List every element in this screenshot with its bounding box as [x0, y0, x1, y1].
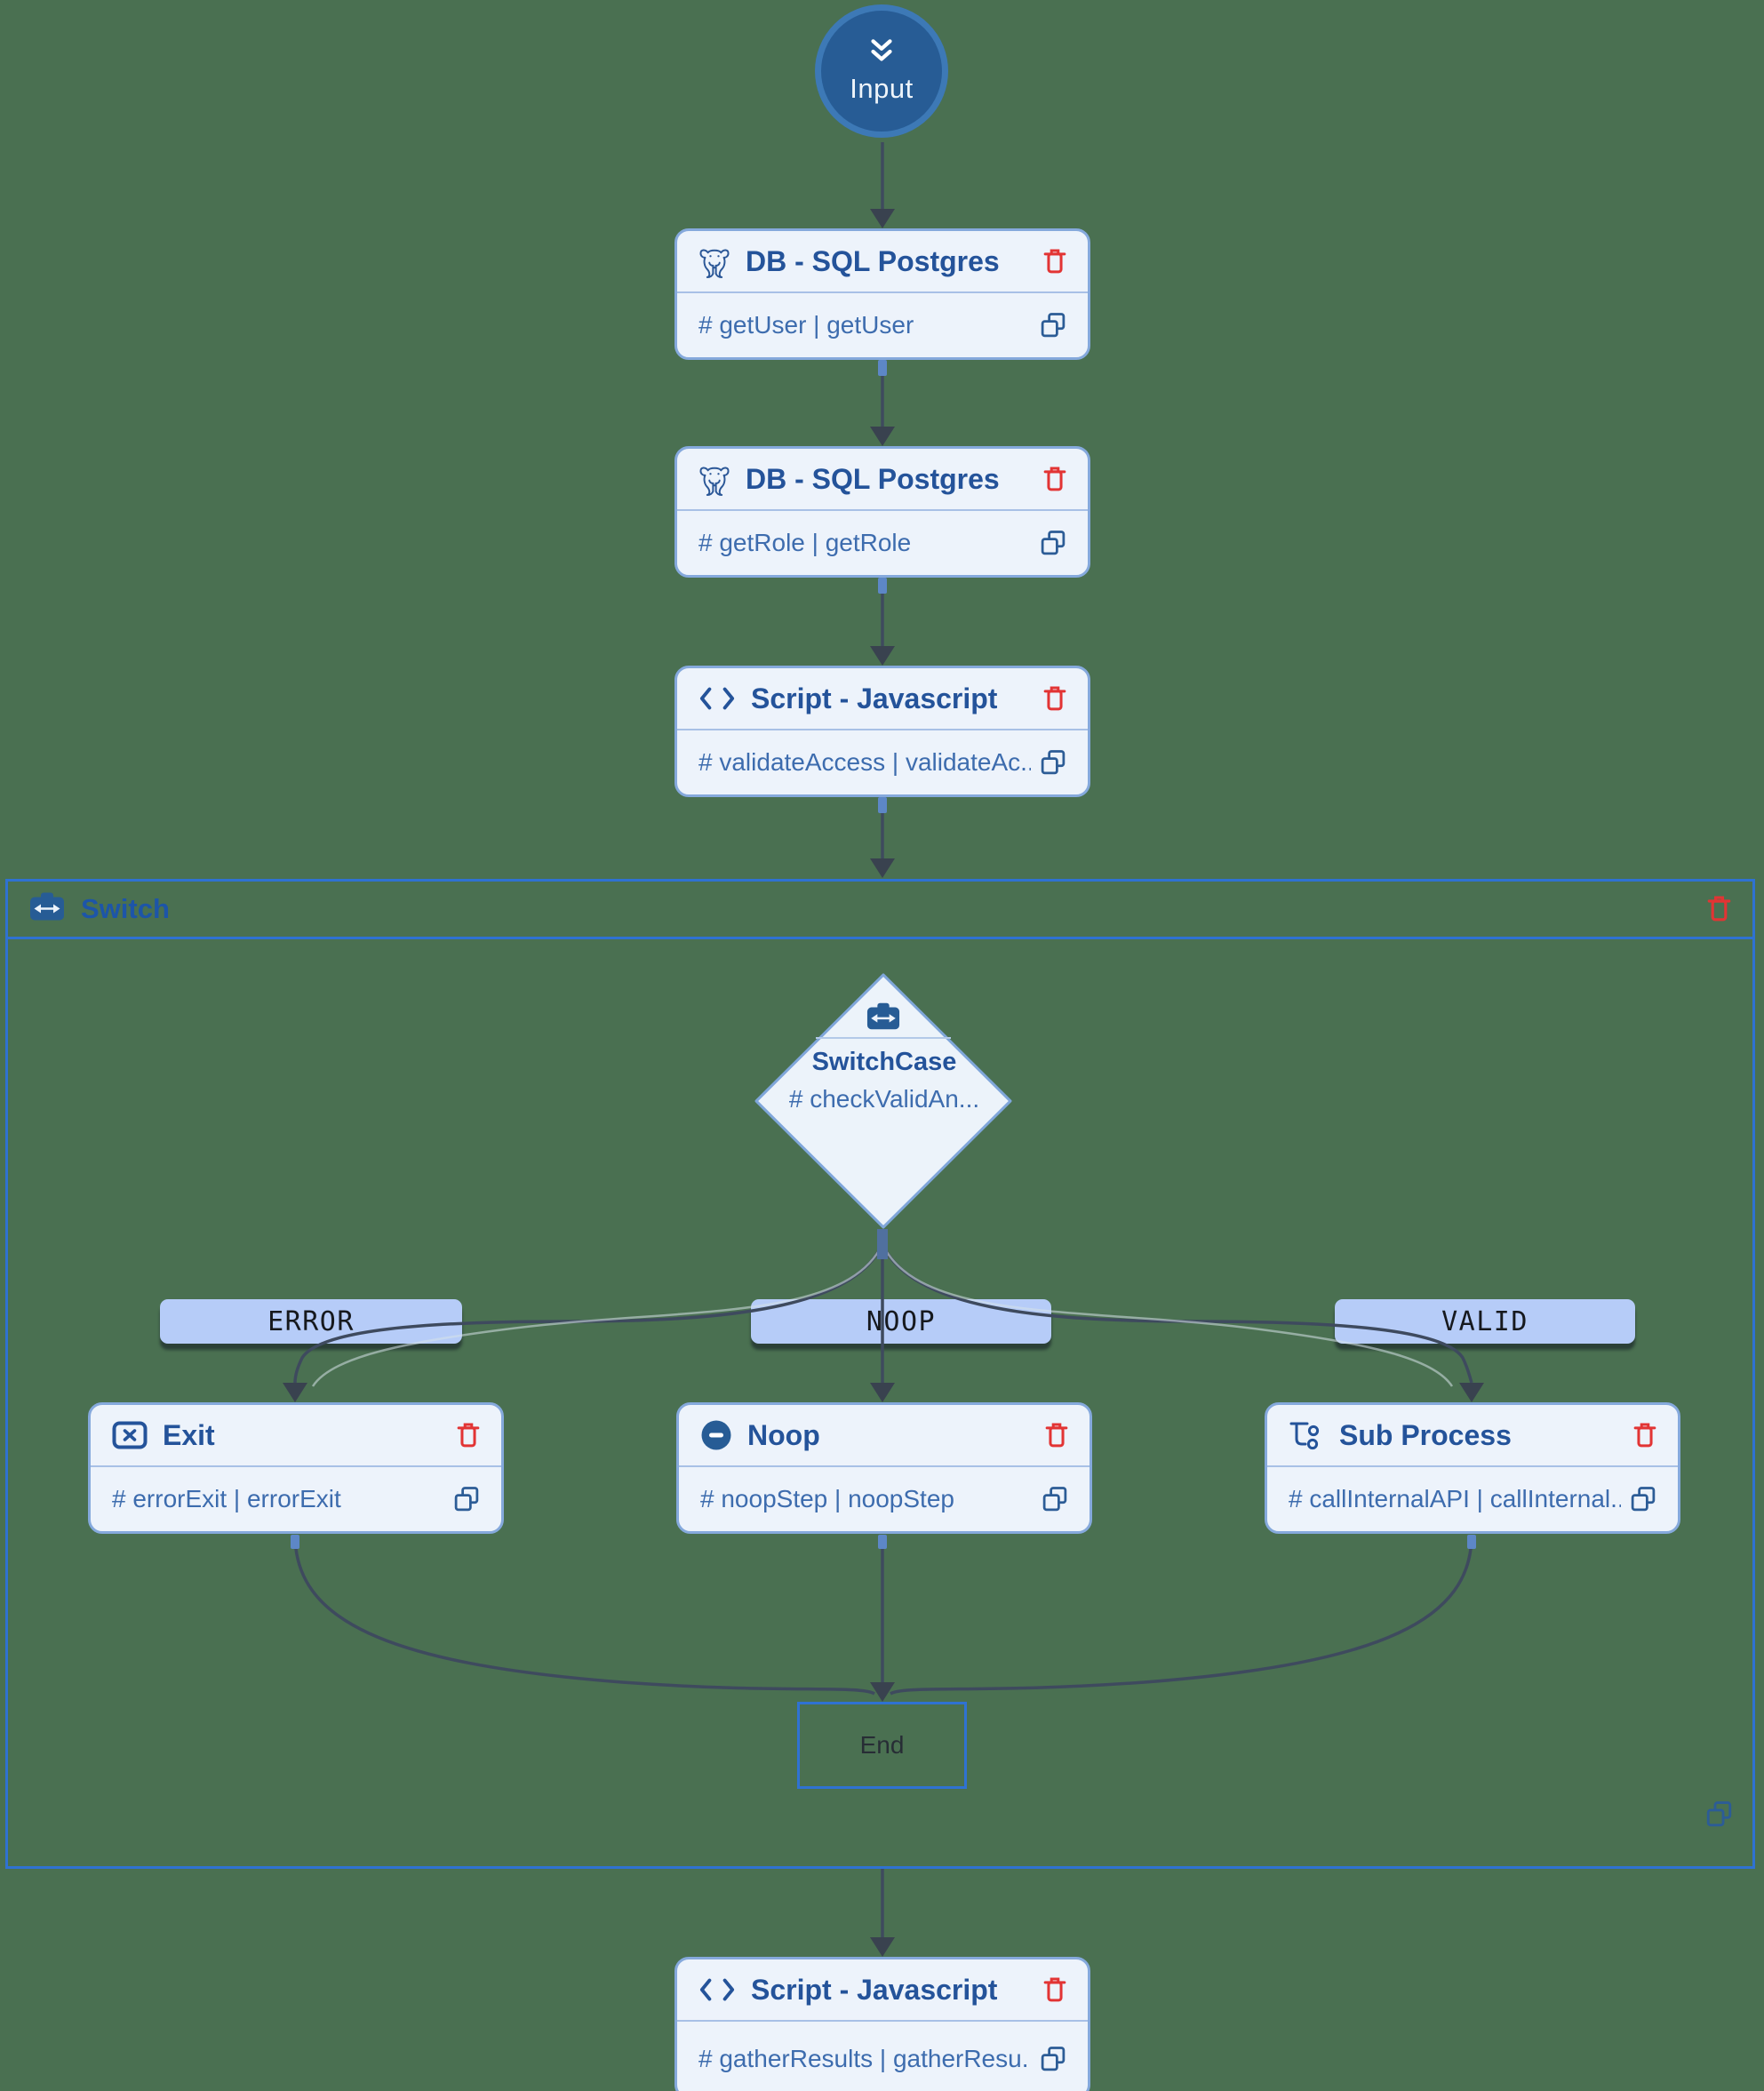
exit-icon [112, 1421, 148, 1449]
node-subtitle: # gatherResults | gatherResu... [698, 2045, 1031, 2072]
node-script-validateaccess[interactable]: Script - Javascript # validateAccess | v… [674, 666, 1090, 797]
switchcase-icon [865, 1001, 902, 1033]
node-title: DB - SQL Postgres [746, 244, 1000, 277]
delete-node-button[interactable] [1043, 247, 1066, 276]
node-title: Exit [163, 1418, 215, 1451]
copy-node-button[interactable] [1033, 1486, 1068, 1512]
code-icon [698, 686, 736, 711]
end-node[interactable]: End [797, 1702, 967, 1789]
node-subtitle: # noopStep | noopStep [700, 1485, 954, 1512]
switchcase-subtitle: # checkValidAn... [788, 1085, 980, 1113]
node-subtitle: # getRole | getRole [698, 529, 912, 556]
node-subprocess-callinternalapi[interactable]: Sub Process # callInternalAPI | callInte… [1265, 1402, 1680, 1534]
copy-node-button[interactable] [444, 1486, 480, 1512]
node-title: Script - Javascript [751, 682, 998, 714]
node-title: DB - SQL Postgres [746, 462, 1000, 495]
switch-group-header[interactable]: Switch [8, 882, 1752, 939]
node-db-postgres-getrole[interactable]: DB - SQL Postgres # getRole | getRole [674, 446, 1090, 578]
node-title: Script - Javascript [751, 1973, 998, 2006]
postgres-icon [698, 462, 730, 496]
copy-node-button[interactable] [1031, 312, 1066, 339]
delete-switch-button[interactable] [1707, 894, 1731, 924]
node-subtitle: # getUser | getUser [698, 311, 914, 339]
delete-node-button[interactable] [1043, 1975, 1066, 2005]
double-chevron-down-icon [865, 38, 898, 69]
switch-group-title: Switch [81, 893, 170, 924]
copy-node-button[interactable] [1031, 530, 1066, 556]
node-title: Sub Process [1339, 1418, 1512, 1451]
copy-switch-button[interactable] [1705, 1800, 1733, 1832]
branch-label-error: ERROR [160, 1299, 462, 1344]
delete-node-button[interactable] [1045, 1421, 1068, 1450]
diamond-divider [816, 1037, 951, 1039]
input-node[interactable]: Input [815, 4, 948, 138]
end-node-label: End [859, 1731, 905, 1759]
noop-icon [700, 1419, 732, 1451]
switch-icon [29, 892, 65, 926]
delete-node-button[interactable] [1043, 465, 1066, 494]
node-exit-errorexit[interactable]: Exit # errorExit | errorExit [88, 1402, 504, 1534]
postgres-icon [698, 244, 730, 278]
switchcase-title: SwitchCase [811, 1048, 957, 1076]
copy-node-button[interactable] [1031, 749, 1066, 776]
delete-node-button[interactable] [457, 1421, 480, 1450]
code-icon [698, 1977, 736, 2002]
delete-node-button[interactable] [1633, 1421, 1656, 1450]
node-script-gatherresults[interactable]: Script - Javascript # gatherResults | ga… [674, 1957, 1090, 2091]
branch-label-valid: VALID [1335, 1299, 1635, 1344]
branch-label-noop: NOOP [751, 1299, 1051, 1344]
copy-node-button[interactable] [1031, 2046, 1066, 2072]
node-subtitle: # callInternalAPI | callInternal... [1289, 1485, 1621, 1512]
copy-node-button[interactable] [1621, 1486, 1656, 1512]
node-noop-noopstep[interactable]: Noop # noopStep | noopStep [676, 1402, 1092, 1534]
delete-node-button[interactable] [1043, 684, 1066, 714]
node-subtitle: # validateAccess | validateAc... [698, 748, 1031, 776]
switch-group-container[interactable]: Switch [5, 879, 1755, 1869]
node-title: Noop [747, 1418, 820, 1451]
node-subtitle: # errorExit | errorExit [112, 1485, 341, 1512]
input-node-label: Input [850, 72, 914, 104]
subprocess-icon [1289, 1419, 1324, 1451]
node-db-postgres-getuser[interactable]: DB - SQL Postgres # getUser | getUser [674, 228, 1090, 360]
